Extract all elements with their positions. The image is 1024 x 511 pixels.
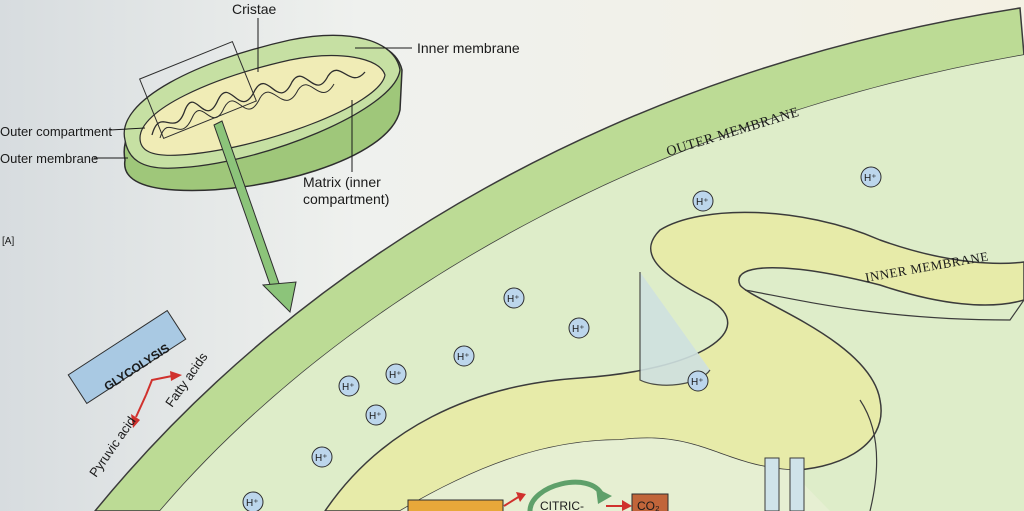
svg-text:H⁺: H⁺ bbox=[246, 498, 259, 509]
arrow-to-co2-head bbox=[622, 500, 632, 511]
svg-text:H⁺: H⁺ bbox=[389, 370, 402, 381]
channel-left bbox=[764, 457, 780, 511]
proton: H⁺ bbox=[687, 370, 709, 392]
arrow-to-citric bbox=[503, 495, 521, 507]
proton: H⁺ bbox=[503, 287, 525, 309]
proton: H⁺ bbox=[365, 404, 387, 426]
arrow-to-citric-head bbox=[516, 492, 526, 502]
label-co2: CO₂ bbox=[637, 499, 660, 511]
small-mitochondrion bbox=[123, 34, 403, 192]
proton-group: H⁺ H⁺ H⁺ H⁺ H⁺ H⁺ H⁺ H⁺ H⁺ H⁺ H⁺ bbox=[242, 166, 882, 511]
matrix-region bbox=[400, 438, 830, 511]
label-outer-membrane: Outer membrane bbox=[0, 151, 98, 166]
svg-text:H⁺: H⁺ bbox=[369, 411, 382, 422]
svg-text:H⁺: H⁺ bbox=[457, 352, 470, 363]
svg-text:H⁺: H⁺ bbox=[864, 173, 877, 184]
label-matrix-line2: compartment) bbox=[303, 191, 389, 207]
label-inner-membrane: Inner membrane bbox=[417, 40, 520, 56]
svg-text:H⁺: H⁺ bbox=[342, 382, 355, 393]
leader-outer-compartment bbox=[109, 127, 146, 131]
label-outer-compartment: Outer compartment bbox=[0, 124, 112, 139]
label-cristae: Cristae bbox=[232, 1, 277, 17]
label-citric: CITRIC- bbox=[540, 499, 584, 511]
inner-membrane-band bbox=[324, 211, 1024, 511]
co2-box bbox=[631, 493, 669, 511]
channel-right bbox=[789, 457, 805, 511]
proton: H⁺ bbox=[568, 317, 590, 339]
svg-text:H⁺: H⁺ bbox=[507, 294, 520, 305]
acetyl-box bbox=[407, 499, 504, 511]
svg-text:H⁺: H⁺ bbox=[691, 377, 704, 388]
fold-edge-3 bbox=[859, 399, 878, 511]
panel-letter: [A] bbox=[2, 236, 14, 247]
zoom-arrow bbox=[213, 120, 297, 314]
svg-text:H⁺: H⁺ bbox=[696, 197, 709, 208]
proton: H⁺ bbox=[385, 363, 407, 385]
arrow-fatty-head bbox=[170, 371, 182, 381]
arrow-pyruvic-head bbox=[131, 414, 140, 428]
svg-text:H⁺: H⁺ bbox=[572, 324, 585, 335]
proton: H⁺ bbox=[242, 491, 264, 511]
svg-text:H⁺: H⁺ bbox=[315, 453, 328, 464]
citric-cycle-arrow bbox=[596, 488, 612, 504]
proton: H⁺ bbox=[453, 345, 475, 367]
arrow-pyruvic bbox=[135, 394, 147, 418]
proton: H⁺ bbox=[860, 166, 882, 188]
glycolysis-box bbox=[67, 309, 187, 405]
arrow-fatty bbox=[145, 375, 173, 396]
label-matrix-line1: Matrix (inner bbox=[303, 174, 381, 190]
proton: H⁺ bbox=[692, 190, 714, 212]
fold-edge-2 bbox=[744, 289, 1024, 321]
proton: H⁺ bbox=[338, 375, 360, 397]
proton: H⁺ bbox=[311, 446, 333, 468]
